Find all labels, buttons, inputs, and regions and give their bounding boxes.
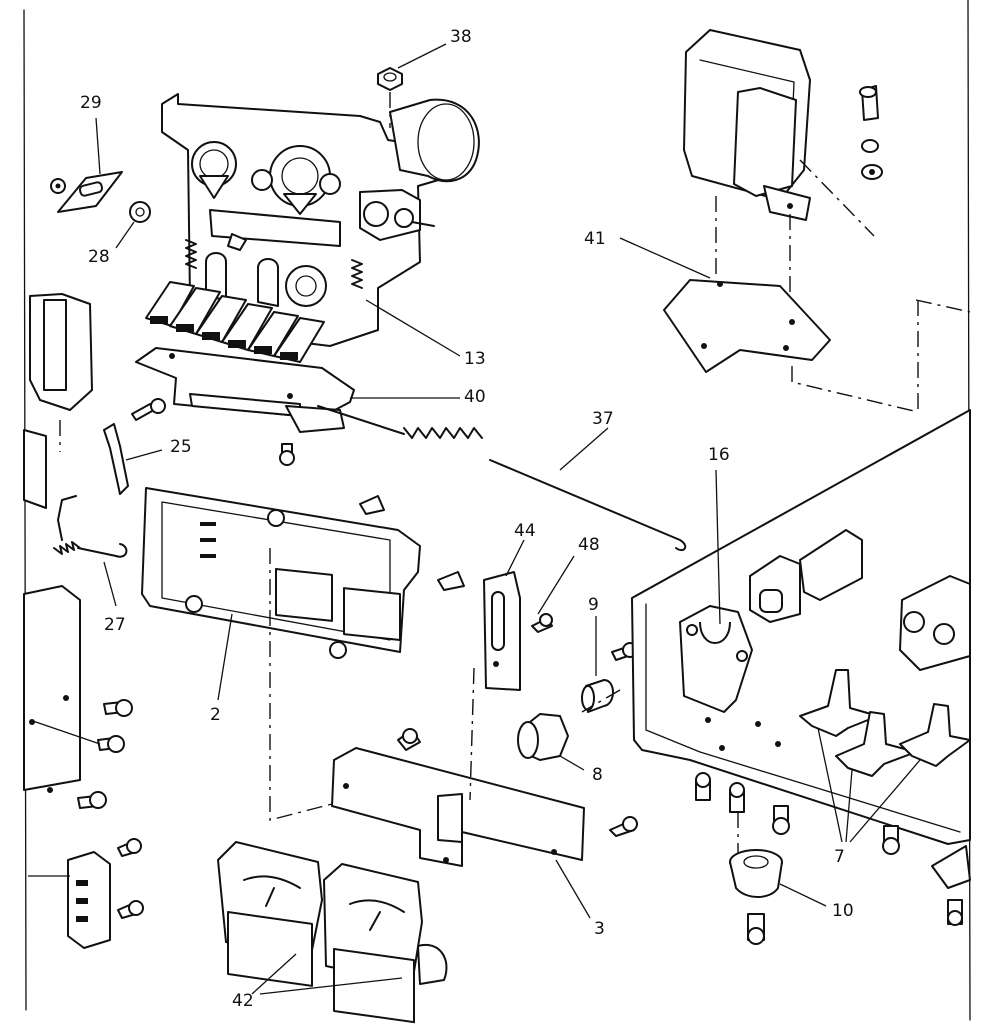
part-38-nut: [377, 43, 447, 128]
corner-bracket: [931, 845, 971, 926]
part-16-switch-bracket: [679, 469, 863, 713]
part-9-sleeve: [581, 616, 614, 713]
label-25: 25: [170, 437, 192, 457]
part-27-spring: [53, 495, 128, 607]
left-side-bracket: [23, 293, 93, 509]
part-10-foot: [729, 849, 827, 945]
label-42: 42: [232, 991, 254, 1011]
label-29: 29: [80, 93, 102, 113]
label-2: 2: [210, 705, 221, 725]
part-8-knob: [517, 713, 585, 771]
part-48-screw: [531, 555, 575, 633]
screws-group-upper-left: [131, 398, 295, 466]
screw-washer-top-right: [859, 85, 883, 180]
transformer: [683, 29, 875, 320]
label-9: 9: [588, 595, 599, 615]
jack-sockets: [899, 575, 971, 671]
part-37-spring-rod: [317, 405, 687, 552]
label-27: 27: [104, 615, 126, 635]
guide-line-panel: [269, 548, 333, 821]
label-16: 16: [708, 445, 730, 465]
label-38: 38: [450, 27, 472, 47]
terminal-block: [28, 838, 144, 949]
label-13: 13: [464, 349, 486, 369]
chassis-screws: [695, 772, 900, 856]
part-25-clip: [103, 423, 163, 495]
part-42-vu-meters: [217, 841, 448, 1024]
label-40: 40: [464, 387, 486, 407]
part-13-tape-mechanism: [145, 93, 480, 363]
part-44-bracket: [483, 539, 525, 691]
part-28-spacer: [115, 201, 151, 249]
label-10: 10: [832, 901, 854, 921]
part-3-lower-bracket: [331, 728, 638, 919]
label-37: 37: [592, 409, 614, 429]
part-29-bracket: [50, 117, 123, 213]
guide-line-44: [469, 667, 475, 801]
label-8: 8: [592, 765, 603, 785]
part-7-knobs: [799, 669, 971, 843]
page-left-edge: [23, 9, 27, 1011]
part-40-plate: [135, 347, 460, 433]
part-2-front-panel: [141, 487, 465, 701]
part-41-mount-bracket: [619, 237, 831, 373]
label-3: 3: [594, 919, 605, 939]
label-44: 44: [514, 521, 536, 541]
label-28: 28: [88, 247, 110, 267]
label-48: 48: [578, 535, 600, 555]
left-lower-box: [23, 585, 133, 809]
label-7: 7: [834, 847, 845, 867]
label-41: 41: [584, 229, 606, 249]
guide-line-9: [581, 689, 621, 713]
